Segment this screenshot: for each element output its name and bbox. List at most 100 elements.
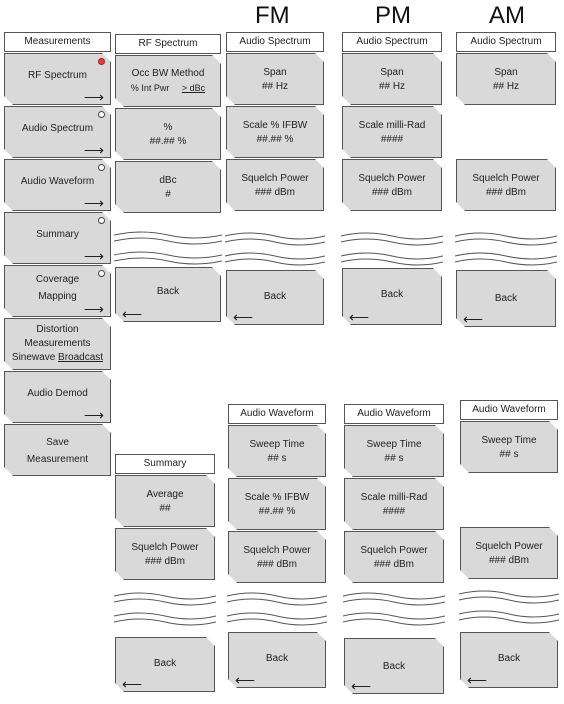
squelch-power-button[interactable]: Squelch Power ### dBm: [342, 159, 442, 211]
squelch-power-button[interactable]: Squelch Power ### dBm: [226, 159, 324, 211]
back-button[interactable]: Back ⟵: [342, 268, 442, 325]
occ-bw-options: % Int Pwr > dBc: [116, 83, 220, 93]
rf-spectrum-button[interactable]: RF Spectrum ⟶: [4, 53, 111, 105]
menu-break-divider: [114, 592, 216, 626]
distortion-mode-options: Sinewave Broadcast: [5, 352, 110, 363]
span-button[interactable]: Span ## Hz: [456, 53, 556, 105]
sweep-time-button[interactable]: Sweep Time ## s: [344, 425, 444, 477]
measurements-label: Measurements: [24, 338, 91, 349]
squelch-power-value: ### dBm: [254, 187, 296, 198]
dbc-option: > dBc: [181, 83, 206, 93]
squelch-power-label: Squelch Power: [358, 173, 426, 184]
sweep-time-value: ## s: [267, 453, 287, 464]
back-label: Back: [263, 291, 287, 302]
dbc-label: dBc: [159, 175, 177, 186]
right-arrow-icon: ⟶: [83, 301, 104, 317]
span-value: ## Hz: [378, 81, 406, 92]
fm-audio-waveform-title: Audio Waveform: [228, 404, 326, 424]
back-label: Back: [156, 286, 180, 297]
measurement-label: Measurement: [26, 454, 89, 465]
back-label: Back: [494, 293, 518, 304]
pm-audio-waveform-menu: Audio Waveform Sweep Time ## s Scale mil…: [343, 404, 445, 694]
squelch-power-value: ### dBm: [488, 555, 530, 566]
radio-indicator: [98, 217, 105, 224]
percent-label: %: [163, 122, 173, 133]
back-button[interactable]: Back ⟵: [344, 638, 444, 694]
back-button[interactable]: Back ⟵: [460, 632, 558, 688]
pm-audio-spectrum-title: Audio Spectrum: [342, 32, 442, 52]
sweep-time-button[interactable]: Sweep Time ## s: [460, 421, 558, 473]
squelch-power-label: Squelch Power: [243, 545, 311, 556]
selected-radio-indicator: [98, 58, 105, 65]
occ-bw-method-button[interactable]: Occ BW Method % Int Pwr > dBc: [115, 55, 221, 107]
audio-demod-button[interactable]: Audio Demod ⟶: [4, 371, 111, 423]
squelch-power-label: Squelch Power: [241, 173, 309, 184]
measurements-menu-title: Measurements: [4, 32, 111, 52]
menu-break-divider: [341, 232, 443, 266]
fm-audio-spectrum-menu: Audio Spectrum Span ## Hz Scale % IFBW #…: [225, 32, 325, 326]
dbc-button[interactable]: dBc #: [115, 161, 221, 213]
average-label: Average: [146, 489, 184, 500]
right-arrow-icon: ⟶: [83, 407, 104, 423]
left-arrow-icon: ⟵: [349, 309, 370, 325]
menu-break-divider: [227, 592, 327, 626]
broadcast-option: Broadcast: [58, 352, 104, 363]
audio-spectrum-button[interactable]: Audio Spectrum ⟶: [4, 106, 111, 158]
fm-header: FM: [255, 2, 290, 29]
percent-button[interactable]: % ##.## %: [115, 108, 221, 160]
back-button[interactable]: Back ⟵: [115, 637, 215, 692]
span-button[interactable]: Span ## Hz: [342, 53, 442, 105]
scale-milli-rad-value: ####: [382, 506, 406, 517]
audio-waveform-button[interactable]: Audio Waveform ⟶: [4, 159, 111, 211]
squelch-power-value: ### dBm: [373, 559, 415, 570]
distortion-measurements-button[interactable]: Distortion Measurements Sinewave Broadca…: [4, 318, 111, 370]
audio-demod-label: Audio Demod: [27, 388, 88, 399]
squelch-power-button[interactable]: Squelch Power ### dBm: [344, 531, 444, 583]
squelch-power-value: ### dBm: [485, 187, 527, 198]
sweep-time-button[interactable]: Sweep Time ## s: [228, 425, 326, 477]
scale-ifbw-button[interactable]: Scale % IFBW ##.## %: [226, 106, 324, 158]
left-arrow-icon: ⟵: [122, 676, 143, 692]
average-button[interactable]: Average ##: [115, 475, 215, 527]
save-measurement-button[interactable]: Save Measurement: [4, 424, 111, 476]
save-label: Save: [46, 437, 69, 448]
am-audio-waveform-title: Audio Waveform: [460, 400, 558, 420]
back-button[interactable]: Back ⟵: [456, 270, 556, 327]
back-button[interactable]: Back ⟵: [228, 632, 326, 688]
sinewave-option: Sinewave: [11, 352, 56, 363]
menu-break-divider: [343, 592, 445, 626]
menu-break-divider: [114, 231, 222, 265]
squelch-power-label: Squelch Power: [472, 173, 540, 184]
audio-waveform-label: Audio Waveform: [20, 176, 95, 187]
squelch-power-button[interactable]: Squelch Power ### dBm: [456, 159, 556, 211]
scale-ifbw-label: Scale % IFBW: [244, 492, 310, 503]
am-audio-waveform-menu: Audio Waveform Sweep Time ## s Squelch P…: [459, 400, 559, 692]
am-audio-spectrum-title: Audio Spectrum: [456, 32, 556, 52]
measurements-menu: Measurements RF Spectrum ⟶ Audio Spectru…: [4, 32, 111, 492]
mapping-label: Mapping: [38, 291, 77, 302]
scale-milli-rad-button[interactable]: Scale milli-Rad ####: [342, 106, 442, 158]
back-label: Back: [380, 289, 404, 300]
squelch-power-button[interactable]: Squelch Power ### dBm: [228, 531, 326, 583]
squelch-power-label: Squelch Power: [131, 542, 199, 553]
coverage-mapping-button[interactable]: Coverage Mapping ⟶: [4, 265, 111, 317]
squelch-power-label: Squelch Power: [360, 545, 428, 556]
coverage-label: Coverage: [35, 274, 80, 285]
audio-spectrum-label: Audio Spectrum: [21, 123, 94, 134]
back-label: Back: [382, 661, 406, 672]
left-arrow-icon: ⟵: [467, 672, 488, 688]
summary-button[interactable]: Summary ⟶: [4, 212, 111, 264]
scale-ifbw-button[interactable]: Scale % IFBW ##.## %: [228, 478, 326, 530]
back-button[interactable]: Back ⟵: [226, 270, 324, 325]
sweep-time-label: Sweep Time: [366, 439, 422, 450]
left-arrow-icon: ⟵: [233, 309, 254, 325]
squelch-power-button[interactable]: Squelch Power ### dBm: [460, 527, 558, 579]
rf-spectrum-label: RF Spectrum: [28, 70, 87, 81]
scale-milli-rad-button[interactable]: Scale milli-Rad ####: [344, 478, 444, 530]
rf-spectrum-menu: RF Spectrum Occ BW Method % Int Pwr > dB…: [114, 34, 222, 324]
radio-indicator: [98, 164, 105, 171]
span-button[interactable]: Span ## Hz: [226, 53, 324, 105]
squelch-power-button[interactable]: Squelch Power ### dBm: [115, 528, 215, 580]
menu-break-divider: [459, 590, 559, 624]
back-button[interactable]: Back ⟵: [115, 267, 221, 322]
